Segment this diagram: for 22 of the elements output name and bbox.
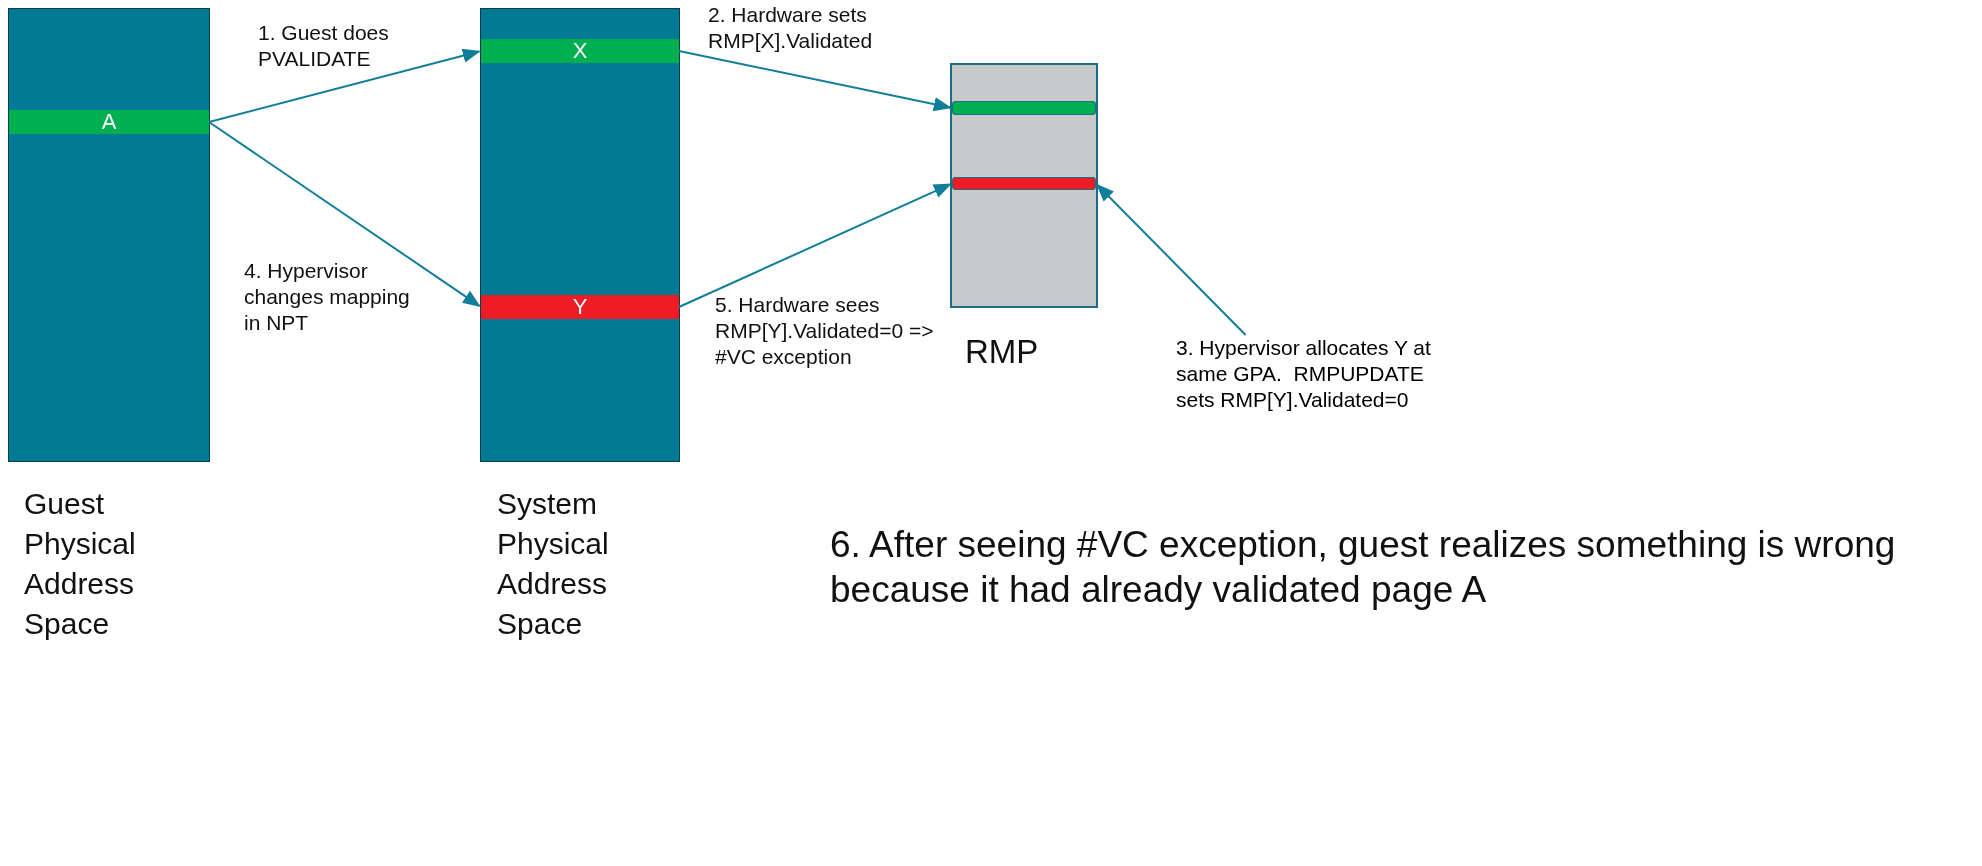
node-label: Guest Physical Address Space (24, 486, 137, 642)
table-entry-bar (952, 101, 1096, 115)
note-text: 6. After seeing #VC exception, guest realizes something is wrong because it had already validated page A (830, 523, 1897, 612)
arrow (208, 121, 481, 307)
edge-label: 2. Hardware sets RMP[X].Validated (708, 2, 874, 54)
edge-label: 1. Guest does PVALIDATE (258, 20, 390, 72)
memory-block (8, 8, 210, 462)
node-label: System Physical Address Space (497, 486, 610, 642)
arrow (678, 183, 952, 308)
page-entry: A (9, 110, 209, 134)
memory-block (950, 63, 1098, 308)
node-label: RMP (965, 332, 1040, 372)
arrow (1096, 183, 1247, 336)
annotation-text: 3. Hypervisor allocates Y at same GPA. RMPUPDATE sets RMP[Y].Validated=0 (1176, 335, 1432, 413)
edge-label: 4. Hypervisor changes mapping in NPT (244, 258, 411, 336)
memory-block (480, 8, 680, 462)
page-entry: X (481, 39, 679, 63)
arrow (208, 48, 481, 123)
edge-label: 5. Hardware sees RMP[Y].Validated=0 => #VC exception (715, 292, 935, 370)
table-entry-bar (952, 177, 1096, 190)
arrow (678, 50, 952, 112)
page-entry: Y (481, 295, 679, 319)
